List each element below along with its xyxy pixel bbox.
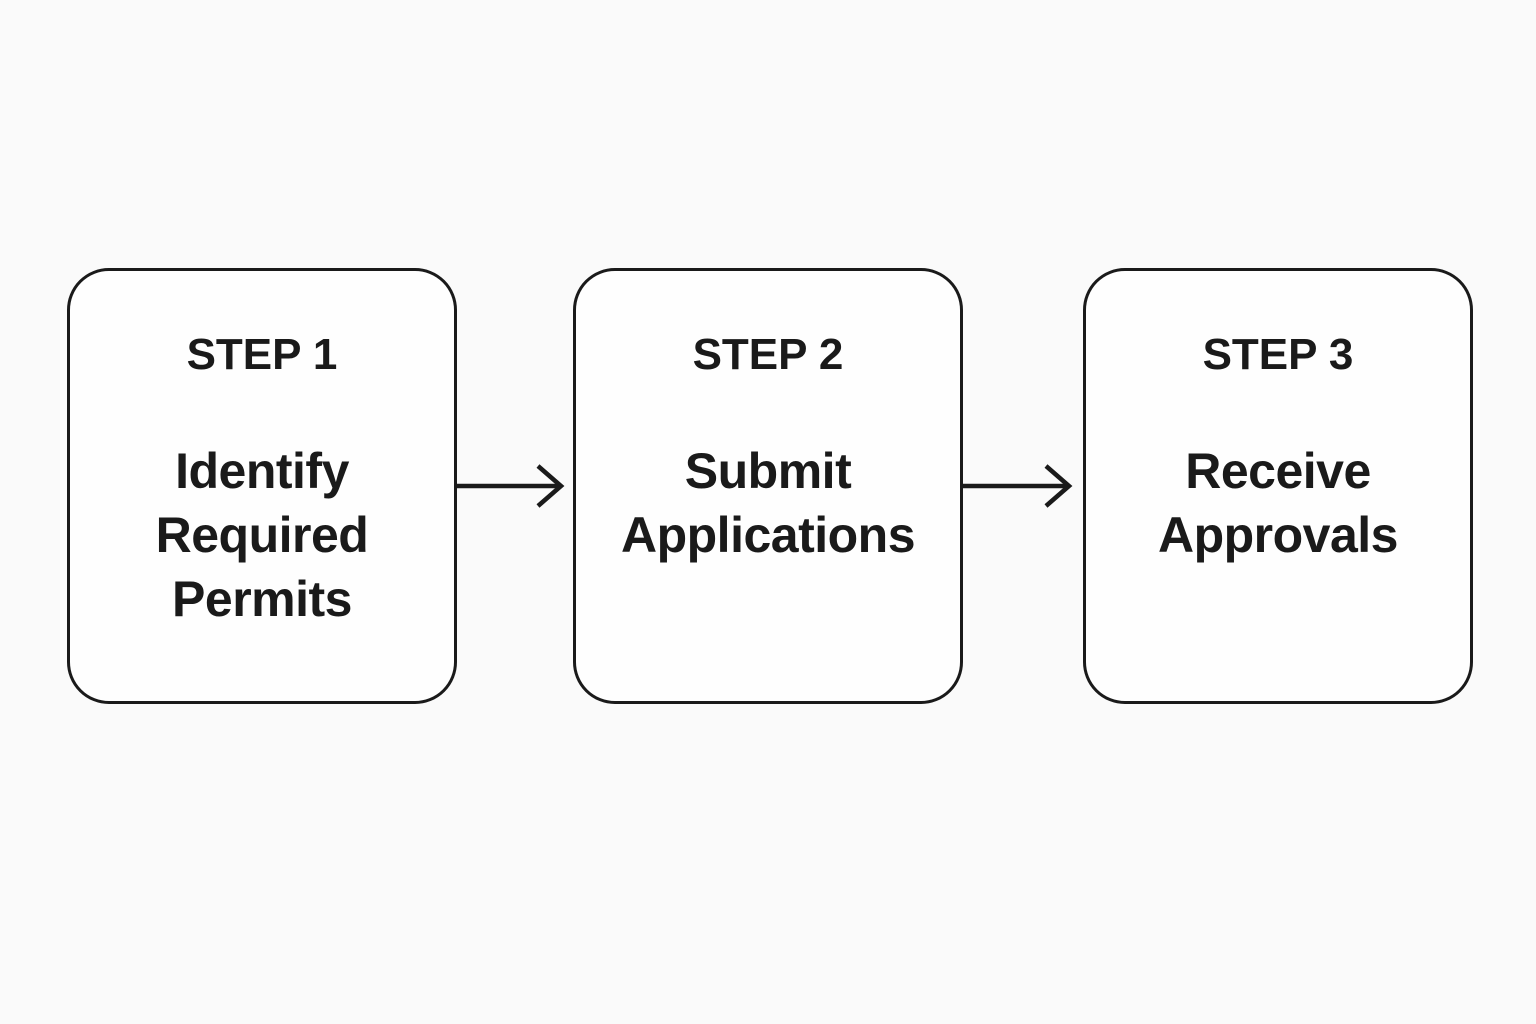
step-1-label: STEP 1 <box>186 330 338 379</box>
step-3-title: Receive Approvals <box>1157 443 1399 563</box>
step-box-3: STEP 3 Receive Approvals <box>1083 268 1473 704</box>
connector-2 <box>963 456 1083 516</box>
step-box-2: STEP 2 Submit Applications <box>573 268 963 704</box>
step-box-1: STEP 1 Identify Required Permits <box>67 268 457 704</box>
step-1-title: Identify Required Permits <box>155 443 369 627</box>
step-3-label: STEP 3 <box>1202 330 1354 379</box>
arrow-right-icon <box>963 464 1073 508</box>
step-2-label: STEP 2 <box>692 330 844 379</box>
step-2-title: Submit Applications <box>620 443 916 563</box>
connector-1 <box>457 456 573 516</box>
flowchart-row: STEP 1 Identify Required Permits STEP 2 … <box>67 268 1473 704</box>
arrow-right-icon <box>457 464 565 508</box>
